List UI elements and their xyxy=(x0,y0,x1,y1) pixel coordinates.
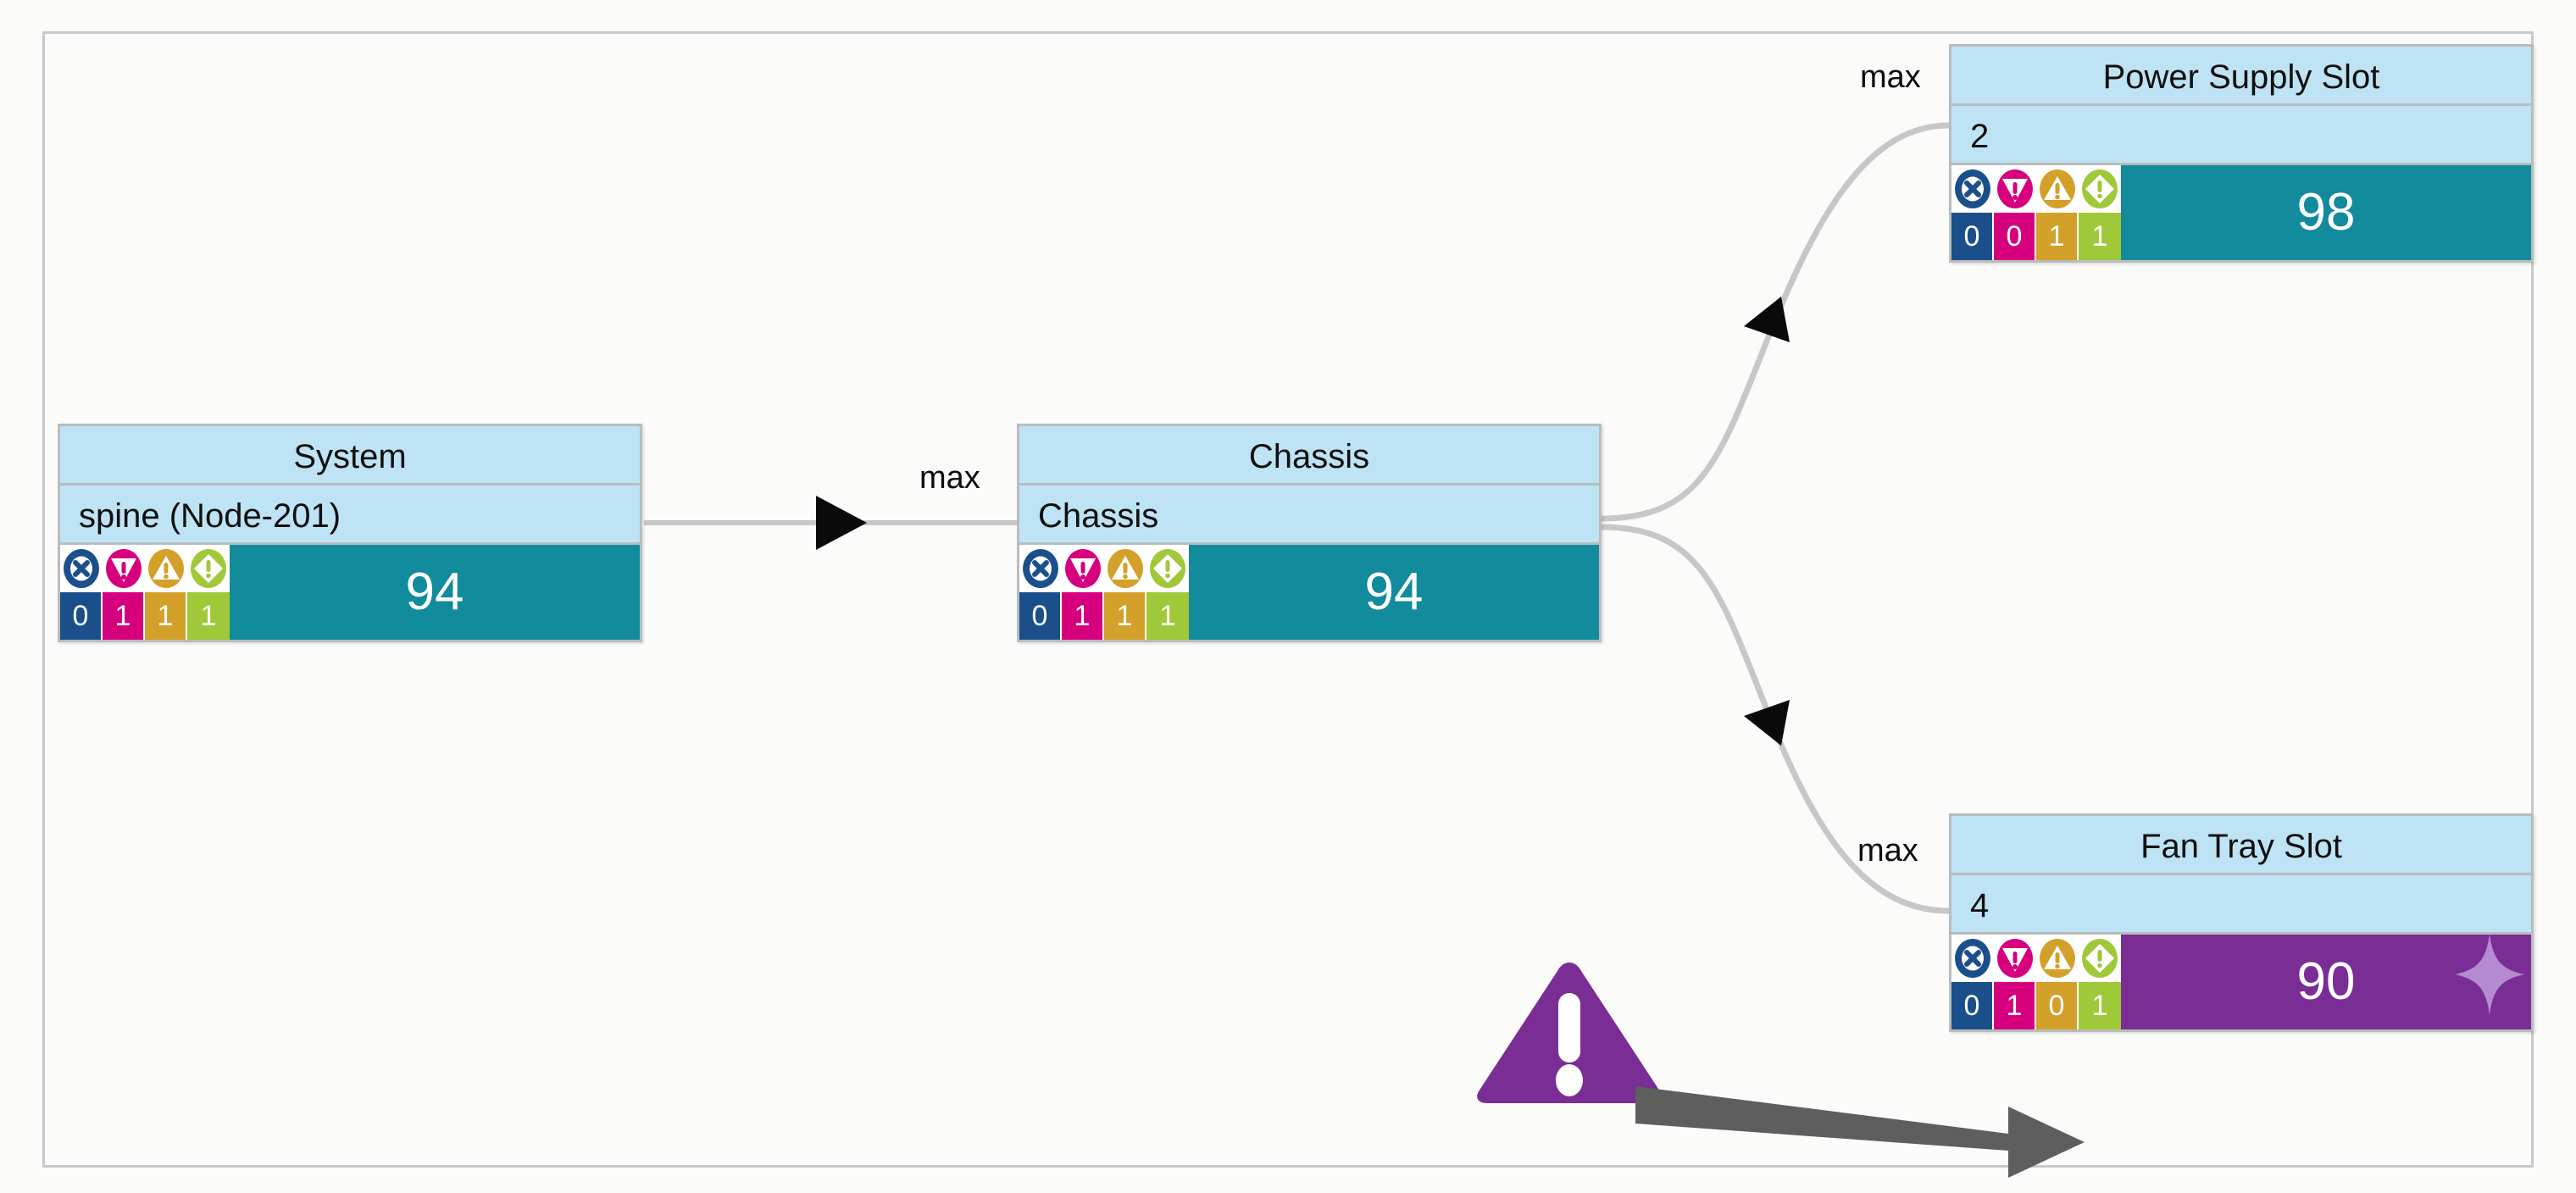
minor-alert-icon[interactable] xyxy=(2036,935,2079,982)
edge-chassis-to-fan-tray-slot xyxy=(1598,524,1952,914)
severity-icon-row xyxy=(1951,165,2121,213)
count-critical[interactable]: 0 xyxy=(1951,213,1994,260)
minor-alert-icon[interactable] xyxy=(1104,545,1146,592)
node-fan-tray-slot[interactable]: Fan Tray Slot 4 xyxy=(1949,813,2534,1032)
severity-count-row: 0 1 0 1 xyxy=(1951,982,2121,1029)
edge-system-to-chassis xyxy=(644,496,1017,550)
count-critical[interactable]: 0 xyxy=(1019,592,1062,640)
node-chassis-score[interactable]: 94 xyxy=(1189,545,1599,640)
score-value: 94 xyxy=(1364,563,1424,621)
severity-icon-row xyxy=(1951,935,2121,982)
severity-icon-row xyxy=(1019,545,1189,592)
node-power-supply-slot[interactable]: Power Supply Slot 2 xyxy=(1949,44,2534,263)
node-chassis[interactable]: Chassis Chassis xyxy=(1017,424,1602,642)
count-minor[interactable]: 0 xyxy=(2036,982,2079,1029)
node-system-score[interactable]: 94 xyxy=(230,545,640,640)
node-power-supply-slot-subtitle: 2 xyxy=(1951,106,2531,165)
edge-chassis-to-power-supply-slot xyxy=(1598,122,1952,522)
warning-alert-icon[interactable] xyxy=(187,545,230,592)
major-alert-icon[interactable] xyxy=(1062,545,1104,592)
count-critical[interactable]: 0 xyxy=(1951,982,1994,1029)
critical-x-icon[interactable] xyxy=(1951,165,1994,213)
major-alert-icon[interactable] xyxy=(1994,935,2036,982)
score-value: 94 xyxy=(405,563,464,621)
score-value: 90 xyxy=(2296,952,2356,1011)
score-value: 98 xyxy=(2296,183,2356,241)
count-warning[interactable]: 1 xyxy=(187,592,230,640)
severity-count-row: 0 0 1 1 xyxy=(1951,213,2121,260)
node-fan-tray-slot-title: Fan Tray Slot xyxy=(1951,816,2531,875)
node-system-title: System xyxy=(60,426,640,486)
count-major[interactable]: 0 xyxy=(1994,213,2036,260)
severity-grid: 0 1 0 1 xyxy=(1951,935,2121,1029)
node-chassis-body: 0 1 1 1 94 xyxy=(1019,545,1599,640)
count-major[interactable]: 1 xyxy=(103,592,145,640)
count-critical[interactable]: 0 xyxy=(60,592,103,640)
critical-x-icon[interactable] xyxy=(60,545,103,592)
node-chassis-subtitle: Chassis xyxy=(1019,486,1599,545)
severity-count-row: 0 1 1 1 xyxy=(1019,592,1189,640)
minor-alert-icon[interactable] xyxy=(145,545,187,592)
edge-label-chassis-to-fan-tray-slot: max xyxy=(1857,833,1918,868)
node-power-supply-slot-score[interactable]: 98 xyxy=(2121,165,2531,260)
node-power-supply-slot-title: Power Supply Slot xyxy=(1951,47,2531,106)
node-fan-tray-slot-body: 0 1 0 1 90 xyxy=(1951,932,2531,1029)
count-warning[interactable]: 1 xyxy=(2079,982,2121,1029)
count-minor[interactable]: 1 xyxy=(2036,213,2079,260)
node-fan-tray-slot-subtitle: 4 xyxy=(1951,875,2531,935)
edge-label-chassis-to-power-supply-slot: max xyxy=(1860,59,1921,95)
node-chassis-title: Chassis xyxy=(1019,426,1599,486)
warning-alert-icon[interactable] xyxy=(2079,935,2121,982)
warning-alert-icon[interactable] xyxy=(1146,545,1189,592)
count-warning[interactable]: 1 xyxy=(2079,213,2121,260)
node-fan-tray-slot-score[interactable]: 90 xyxy=(2121,932,2531,1029)
critical-x-icon[interactable] xyxy=(1951,935,1994,982)
node-power-supply-slot-body: 0 0 1 1 98 xyxy=(1951,165,2531,260)
critical-x-icon[interactable] xyxy=(1019,545,1062,592)
count-minor[interactable]: 1 xyxy=(1104,592,1146,640)
count-major[interactable]: 1 xyxy=(1062,592,1104,640)
severity-count-row: 0 1 1 1 xyxy=(60,592,230,640)
severity-grid: 0 1 1 1 xyxy=(1019,545,1189,640)
count-warning[interactable]: 1 xyxy=(1146,592,1189,640)
node-system[interactable]: System spine (Node-201) xyxy=(58,424,642,642)
count-minor[interactable]: 1 xyxy=(145,592,187,640)
edge-label-system-to-chassis: max xyxy=(919,460,980,496)
warning-alert-icon[interactable] xyxy=(2079,165,2121,213)
severity-grid: 0 1 1 1 xyxy=(60,545,230,640)
severity-icon-row xyxy=(60,545,230,592)
pointer-arrow-icon xyxy=(1635,1085,2093,1186)
severity-grid: 0 0 1 1 xyxy=(1951,165,2121,260)
node-system-subtitle: spine (Node-201) xyxy=(60,486,640,545)
count-major[interactable]: 1 xyxy=(1994,982,2036,1029)
warning-triangle-icon xyxy=(1472,957,1667,1106)
node-system-body: 0 1 1 1 94 xyxy=(60,545,640,640)
major-alert-icon[interactable] xyxy=(103,545,145,592)
major-alert-icon[interactable] xyxy=(1994,165,2036,213)
sparkle-icon xyxy=(2453,932,2526,1026)
minor-alert-icon[interactable] xyxy=(2036,165,2079,213)
